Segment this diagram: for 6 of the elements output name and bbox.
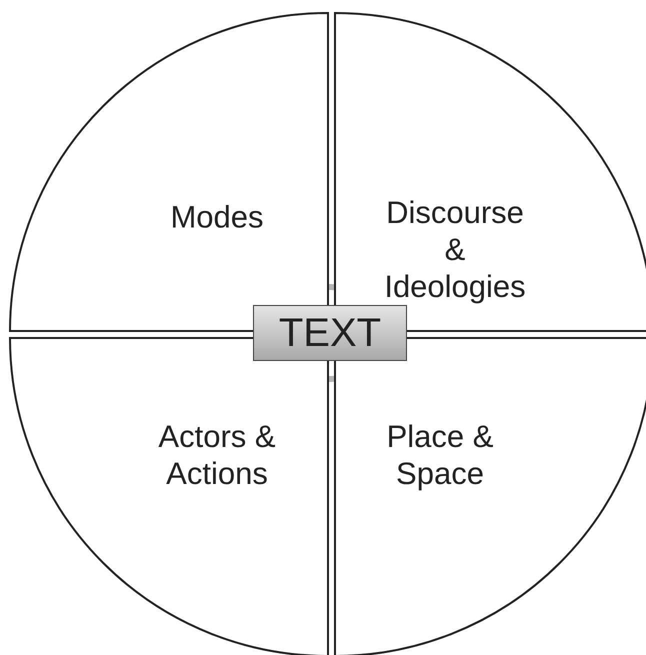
quadrant-label: Discourse & Ideologies — [383, 194, 527, 306]
quadrant-label: Place & Space — [386, 418, 494, 492]
quadrant-label: Actors & Actions — [157, 418, 277, 492]
center-box — [253, 305, 407, 361]
quadrant-label: Modes — [169, 198, 265, 236]
center-label: TEXT — [278, 310, 382, 356]
